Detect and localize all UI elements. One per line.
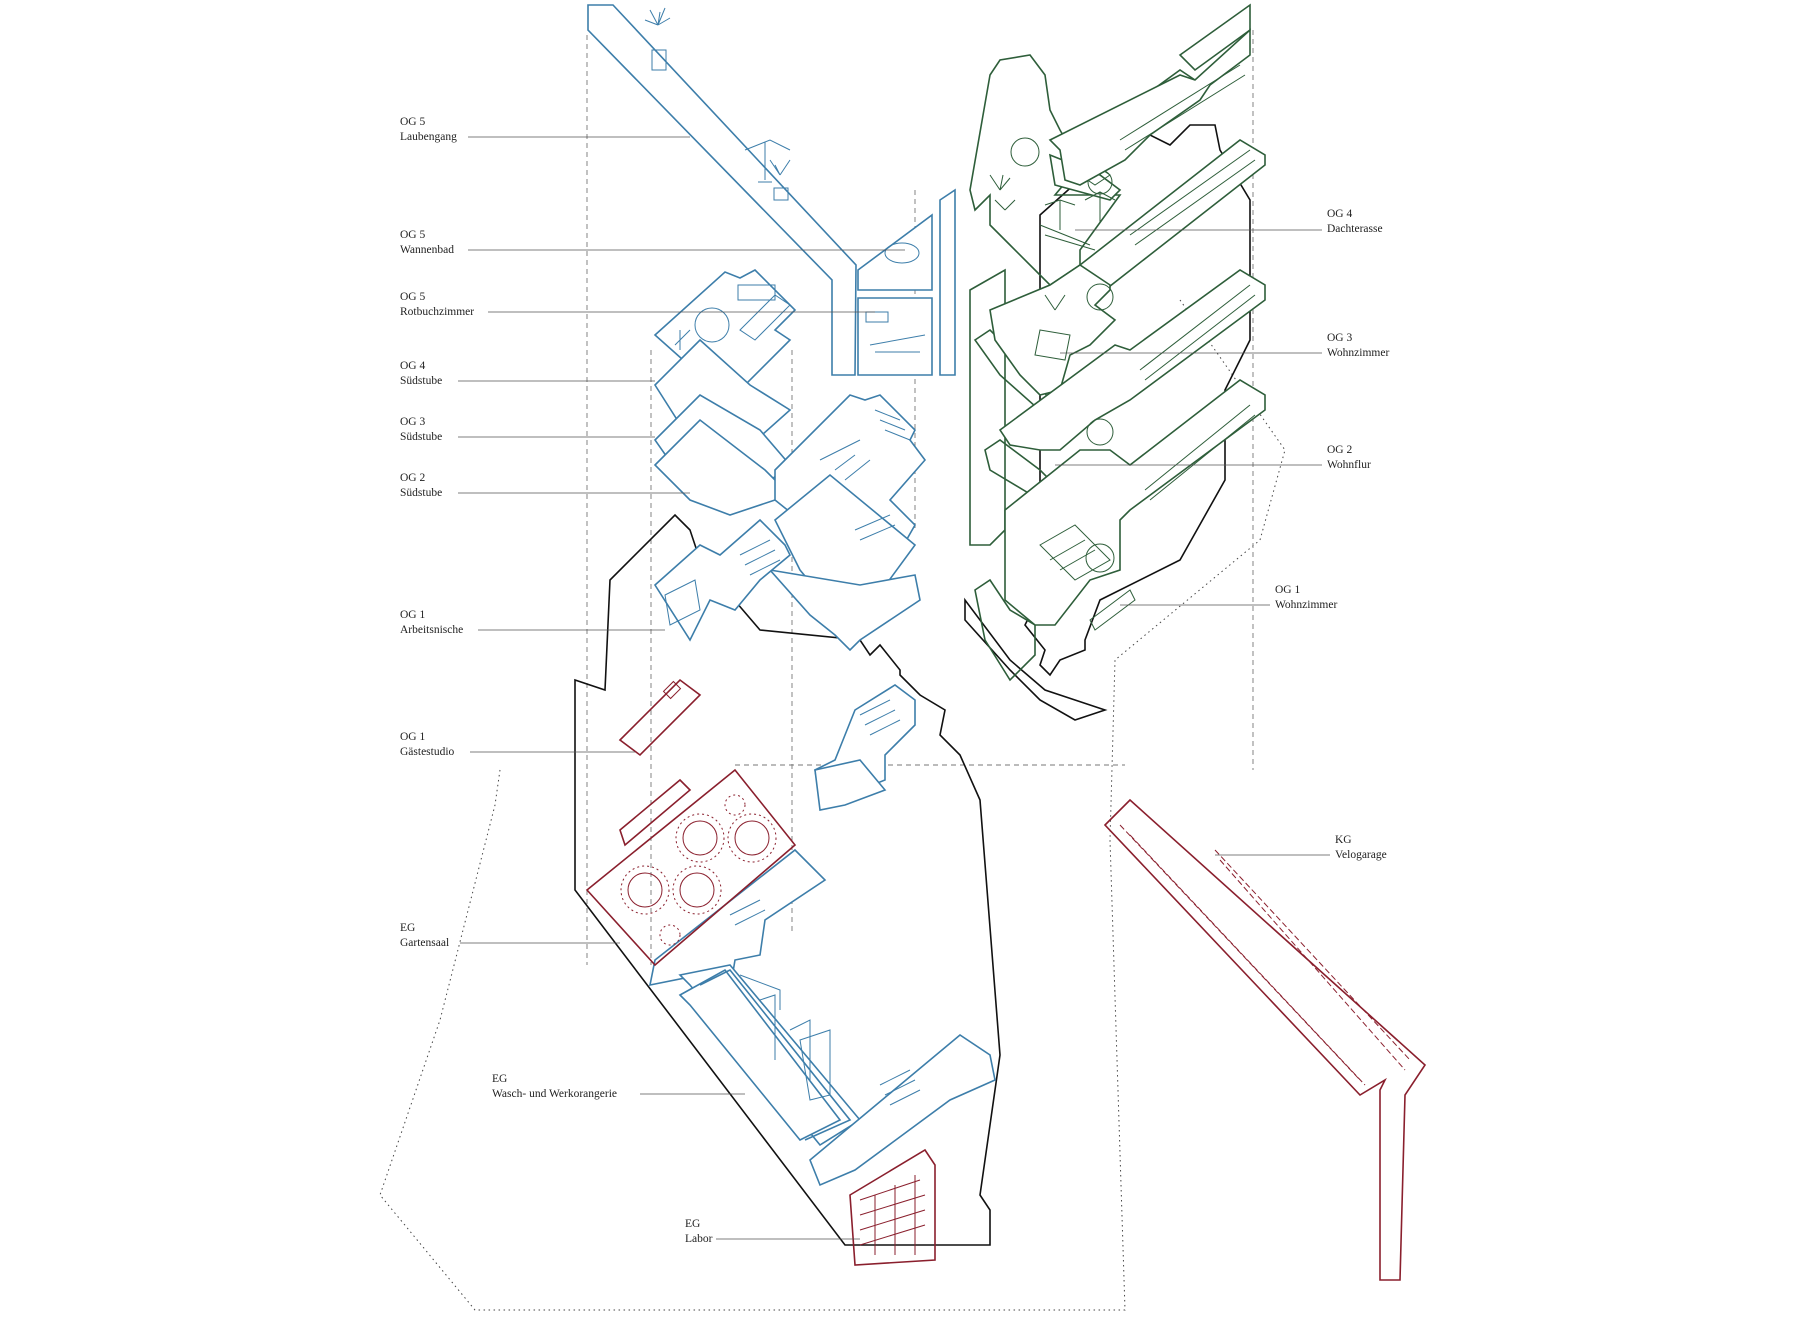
label-og4-dachterasse: OG 4 Dachterasse xyxy=(1075,208,1383,235)
label-og1-arbeitsnische: OG 1 Arbeitsnische xyxy=(400,609,665,636)
og4-corridor xyxy=(1048,28,1251,186)
svg-text:Rotbuchzimmer: Rotbuchzimmer xyxy=(400,306,474,318)
svg-text:Südstube: Südstube xyxy=(400,375,442,387)
svg-text:Wannenbad: Wannenbad xyxy=(400,244,454,256)
label-og2-wohnflur: OG 2 Wohnflur xyxy=(1055,444,1371,471)
site-boundary-dotted xyxy=(379,299,1286,1311)
og5-wannenbad-room xyxy=(857,213,933,291)
svg-text:Südstube: Südstube xyxy=(400,487,442,499)
projection-lines xyxy=(586,30,1254,965)
og5-rotbuchzimmer-room xyxy=(857,297,933,376)
eg-side-room xyxy=(648,848,827,992)
svg-text:Wasch- und Werkorangerie: Wasch- und Werkorangerie xyxy=(492,1088,617,1100)
label-eg-labor: EG Labor xyxy=(685,1218,860,1245)
svg-text:Laubengang: Laubengang xyxy=(400,131,457,143)
svg-text:OG 3: OG 3 xyxy=(400,416,425,428)
svg-text:OG 2: OG 2 xyxy=(400,472,425,484)
svg-text:KG: KG xyxy=(1335,834,1352,846)
label-og2-suedstube: OG 2 Südstube xyxy=(400,472,690,499)
svg-text:Dachterasse: Dachterasse xyxy=(1327,223,1383,235)
eg-gartensaal-room xyxy=(585,768,797,967)
labels-right: OG 4 Dachterasse OG 3 Wohnzimmer OG 2 Wo… xyxy=(1055,208,1389,861)
svg-text:EG: EG xyxy=(492,1073,507,1085)
og5-laubengang-gallery xyxy=(587,4,857,376)
label-eg-wasch-werkorangerie: EG Wasch- und Werkorangerie xyxy=(492,1073,745,1100)
svg-text:OG 5: OG 5 xyxy=(400,229,425,241)
red-ground-elements xyxy=(585,678,1427,1281)
labels-left: OG 5 Laubengang OG 5 Wannenbad OG 5 Rotb… xyxy=(400,116,905,1245)
label-kg-velogarage: KG Velogarage xyxy=(1215,834,1387,861)
svg-text:OG 1: OG 1 xyxy=(400,609,425,621)
svg-text:Gartensaal: Gartensaal xyxy=(400,937,449,949)
label-og1-gaestestudio: OG 1 Gästestudio xyxy=(400,731,635,758)
label-og5-laubengang: OG 5 Laubengang xyxy=(400,116,690,143)
svg-text:Velogarage: Velogarage xyxy=(1335,849,1387,861)
velogarage-bikes xyxy=(1119,824,1411,1086)
kg-velogarage-ramp xyxy=(1103,798,1427,1281)
svg-text:Gästestudio: Gästestudio xyxy=(400,746,455,758)
label-og1-wohnzimmer: OG 1 Wohnzimmer xyxy=(1120,584,1337,611)
og3-wohnzimmer-room xyxy=(989,264,1117,396)
og2-corridor xyxy=(998,269,1266,451)
label-og3-wohnzimmer: OG 3 Wohnzimmer xyxy=(1060,332,1389,359)
svg-text:OG 4: OG 4 xyxy=(400,360,425,372)
label-og5-wannenbad: OG 5 Wannenbad xyxy=(400,229,905,256)
svg-text:OG 5: OG 5 xyxy=(400,116,425,128)
svg-text:OG 5: OG 5 xyxy=(400,291,425,303)
svg-text:OG 3: OG 3 xyxy=(1327,332,1352,344)
svg-text:Südstube: Südstube xyxy=(400,431,442,443)
gartensaal-tables xyxy=(620,794,777,946)
svg-text:OG 1: OG 1 xyxy=(1275,584,1300,596)
og1-arbeitsnische-room xyxy=(653,518,791,642)
og5-side-strip xyxy=(939,188,956,376)
svg-text:EG: EG xyxy=(685,1218,700,1230)
label-og4-suedstube: OG 4 Südstube xyxy=(400,360,655,387)
svg-text:Wohnzimmer: Wohnzimmer xyxy=(1327,347,1389,359)
svg-text:Labor: Labor xyxy=(685,1233,713,1245)
svg-text:Wohnzimmer: Wohnzimmer xyxy=(1275,599,1337,611)
green-building xyxy=(969,3,1266,682)
svg-text:OG 2: OG 2 xyxy=(1327,444,1352,456)
svg-text:EG: EG xyxy=(400,922,415,934)
blue-building xyxy=(587,4,996,1187)
svg-text:Wohnflur: Wohnflur xyxy=(1327,459,1371,471)
label-og5-rotbuchzimmer: OG 5 Rotbuchzimmer xyxy=(400,291,875,318)
og4-dachterasse-terrace xyxy=(969,54,1122,287)
svg-text:OG 4: OG 4 xyxy=(1327,208,1352,220)
svg-text:Arbeitsnische: Arbeitsnische xyxy=(400,624,463,636)
label-eg-gartensaal: EG Gartensaal xyxy=(400,922,620,949)
label-og3-suedstube: OG 3 Südstube xyxy=(400,416,655,443)
svg-text:OG 1: OG 1 xyxy=(400,731,425,743)
og1-gaestestudio-room xyxy=(618,678,702,757)
eg-labor-room xyxy=(849,1148,936,1266)
